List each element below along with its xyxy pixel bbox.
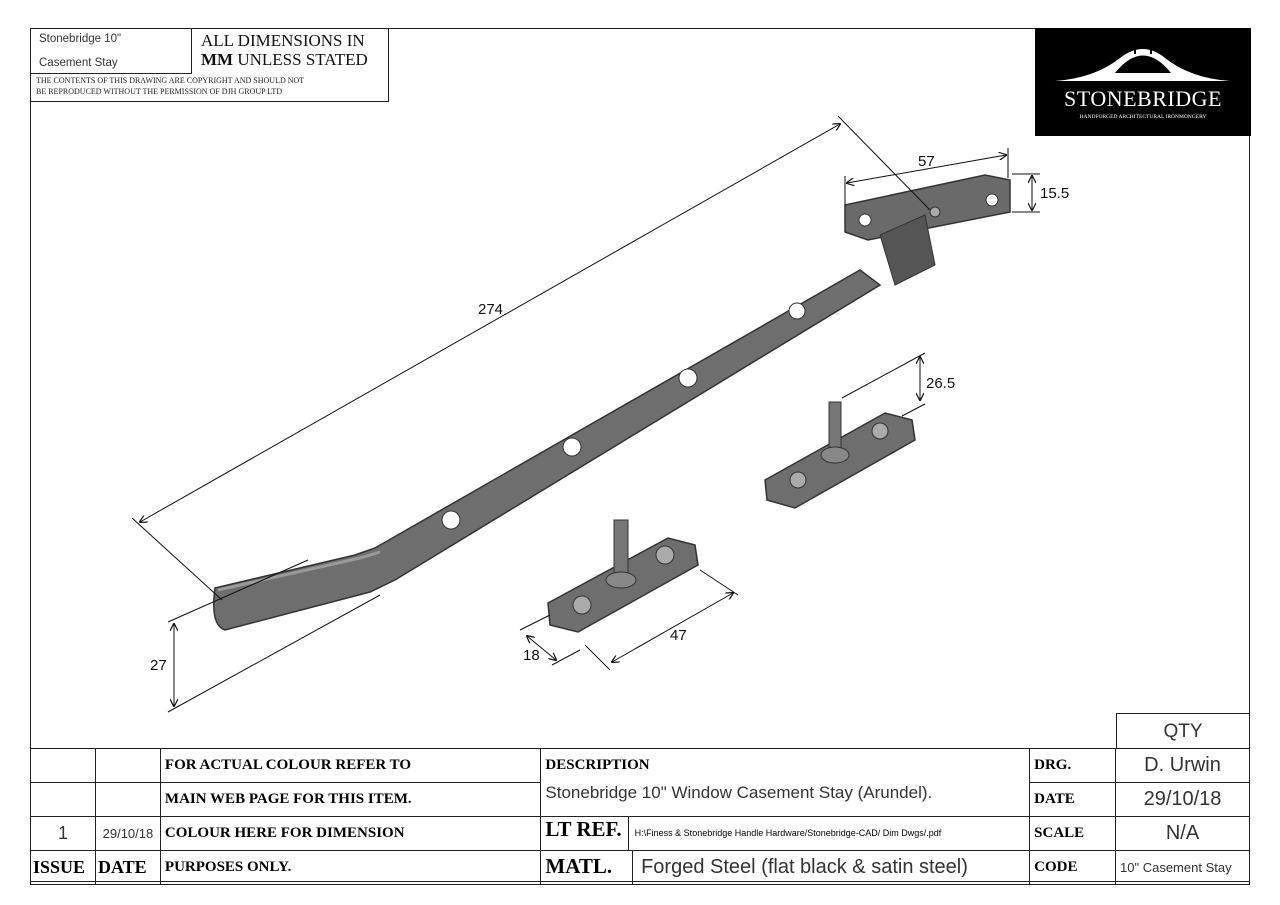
lt-ref-value: H:\Finess & Stonebridge Handle Hardware/… bbox=[627, 817, 941, 850]
logo-name: STONEBRIDGE bbox=[1064, 86, 1222, 111]
dim-plate-length: 47 bbox=[670, 627, 687, 644]
dim-length: 274 bbox=[478, 301, 503, 318]
product-name-line1: Stonebridge 10" bbox=[39, 33, 122, 45]
stay-arm bbox=[213, 269, 882, 631]
drg-label: DRG. bbox=[1029, 748, 1117, 783]
stonebridge-logo: STONEBRIDGE HANDFORGED ARCHITECTURAL IRO… bbox=[1035, 28, 1251, 136]
date-value: 29/10/18 bbox=[94, 816, 161, 851]
pin-plate-right bbox=[764, 401, 916, 509]
dim-bracket-depth: 15.5 bbox=[1040, 185, 1069, 202]
logo-tagline: HANDFORGED ARCHITECTURAL IRONMONGERY bbox=[1079, 114, 1207, 120]
issue-value: 1 bbox=[30, 816, 96, 851]
dim-arm-drop: 27 bbox=[150, 657, 167, 674]
matl-value: Forged Steel (flat black & satin steel) bbox=[632, 851, 968, 884]
drg-value: D. Urwin bbox=[1115, 748, 1250, 783]
units-rest: UNLESS STATED bbox=[233, 50, 368, 69]
description-value: Stonebridge 10" Window Casement Stay (Ar… bbox=[540, 782, 1031, 817]
colour-note-line4: PURPOSES ONLY. bbox=[159, 850, 542, 885]
date2-label: DATE bbox=[1029, 782, 1117, 817]
copyright-note: THE CONTENTS OF THIS DRAWING ARE COPYRIG… bbox=[36, 75, 304, 97]
pivot-bracket bbox=[844, 174, 1011, 286]
pin-plate-left bbox=[547, 519, 699, 633]
qty-label: QTY bbox=[1116, 713, 1250, 749]
dim-pin-height: 26.5 bbox=[926, 375, 955, 392]
product-name-line2: Casement Stay bbox=[39, 57, 118, 69]
units-bold: MM bbox=[201, 50, 234, 69]
colour-note-line2: MAIN WEB PAGE FOR THIS ITEM. bbox=[159, 782, 542, 817]
empty-cell bbox=[30, 782, 96, 817]
copyright-line1: THE CONTENTS OF THIS DRAWING ARE COPYRIG… bbox=[36, 76, 305, 85]
colour-note-line3: COLOUR HERE FOR DIMENSION bbox=[159, 816, 542, 851]
dim-plate-width: 18 bbox=[523, 647, 540, 664]
empty-cell bbox=[30, 748, 96, 783]
lt-ref-label: LT REF. bbox=[545, 817, 622, 841]
code-value: 10" Casement Stay bbox=[1115, 850, 1250, 885]
copyright-line2: BE REPRODUCED WITHOUT THE PERMISSION OF … bbox=[36, 87, 283, 96]
units-line1: ALL DIMENSIONS IN bbox=[201, 31, 365, 50]
date-label: DATE bbox=[94, 850, 161, 885]
scale-label: SCALE bbox=[1029, 816, 1117, 851]
bridge-icon bbox=[1055, 45, 1230, 81]
empty-cell bbox=[94, 782, 161, 817]
title-block: FOR ACTUAL COLOUR REFER TO DESCRIPTION D… bbox=[30, 748, 1250, 885]
date2-value: 29/10/18 bbox=[1115, 782, 1250, 817]
units-note: ALL DIMENSIONS IN MM UNLESS STATED bbox=[201, 31, 368, 69]
colour-note-line1: FOR ACTUAL COLOUR REFER TO bbox=[159, 748, 542, 783]
lt-ref-cell: LT REF.H:\Finess & Stonebridge Handle Ha… bbox=[540, 816, 1031, 851]
description-label: DESCRIPTION bbox=[540, 748, 1031, 783]
empty-cell bbox=[94, 748, 161, 783]
issue-label: ISSUE bbox=[30, 850, 96, 885]
dim-bracket-width: 57 bbox=[918, 153, 935, 170]
code-label: CODE bbox=[1029, 850, 1117, 885]
matl-label: MATL. bbox=[545, 854, 613, 878]
units-line2: MM UNLESS STATED bbox=[201, 50, 368, 69]
scale-value: N/A bbox=[1115, 816, 1250, 851]
matl-cell: MATL. Forged Steel (flat black & satin st… bbox=[540, 850, 1031, 885]
header-box: Stonebridge 10" Casement Stay ALL DIMENS… bbox=[30, 28, 389, 102]
